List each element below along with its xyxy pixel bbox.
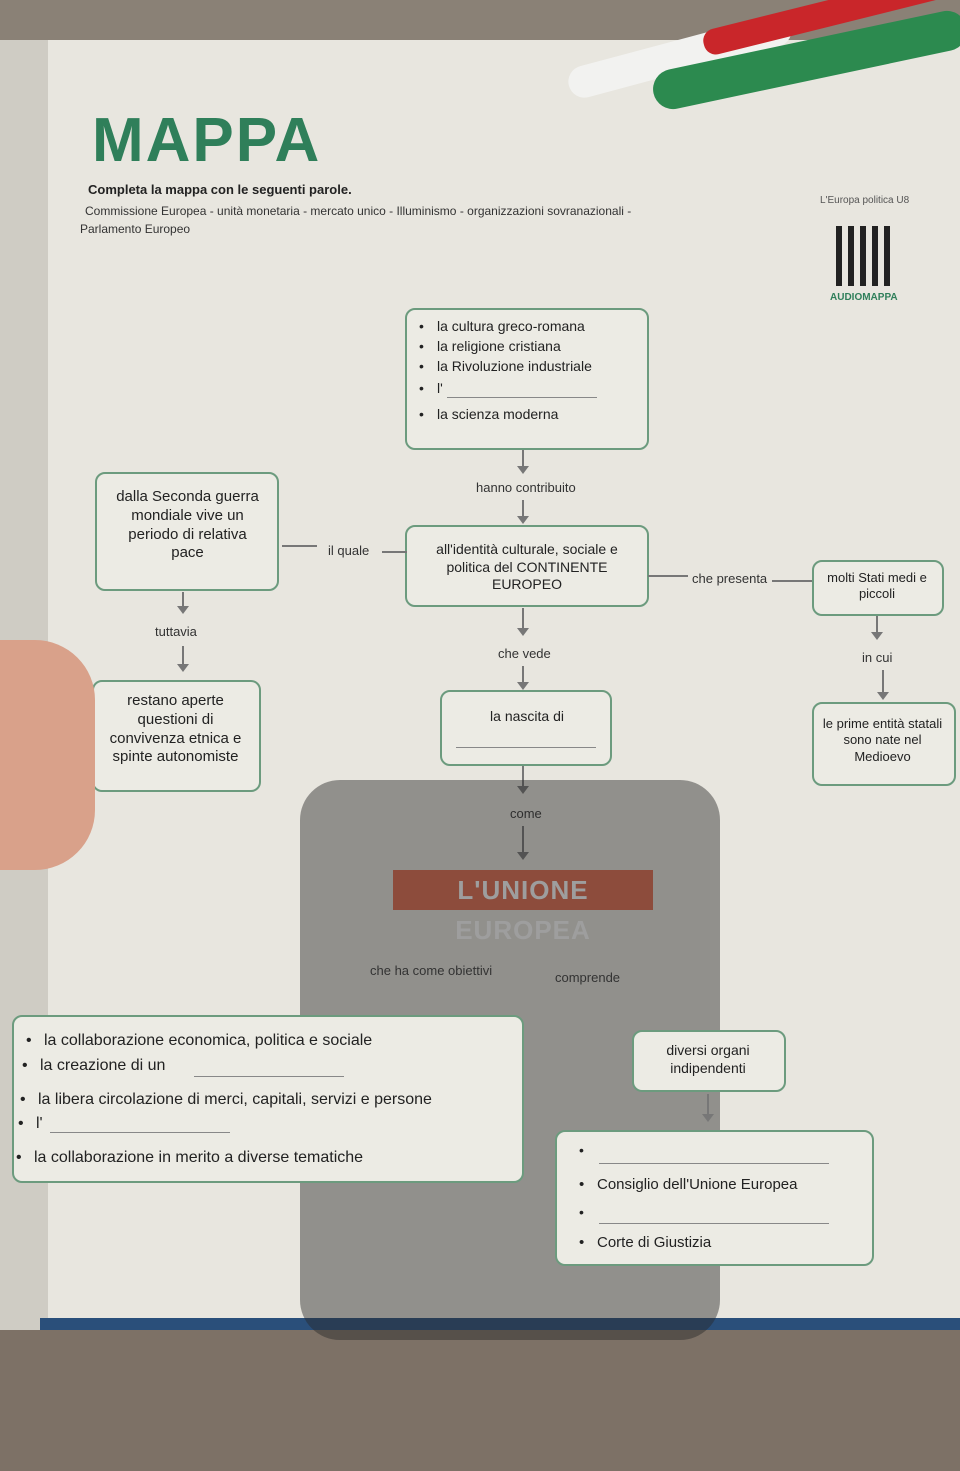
label-tuttavia: tuttavia [155,624,197,639]
list-item: la religione cristiana [419,338,561,354]
nascita-text: la nascita di [490,708,564,724]
organs-label-box: diversi organi indipendenti [632,1030,786,1092]
unione-europea-node: L'UNIONE EUROPEA [393,870,653,945]
list-item: la collaborazione in merito a diverse te… [16,1149,363,1167]
chapter-badge: L'Europa politica U8 [820,195,910,206]
identity-box: all'identità culturale, sociale e politi… [405,525,649,607]
list-item: la collaborazione economica, politica e … [26,1032,372,1050]
objectives-box: la collaborazione economica, politica e … [12,1015,524,1183]
arrow-left [382,551,407,553]
arrow-right [772,580,812,582]
arrow-down [517,608,529,636]
arrow-right [648,575,688,577]
arrow-down [877,670,889,700]
label-che-ha-obiettivi: che ha come obiettivi [370,963,493,978]
blank-line [447,396,597,398]
molti-stati-text: molti Stati medi e piccoli [827,570,927,602]
finger-thumb [0,640,95,870]
restano-aperte-box: restano aperte questioni di convivenza e… [92,680,261,792]
blank-line [599,1162,829,1164]
label-come: come [510,806,542,821]
blank-line [599,1222,829,1224]
roots-box: la cultura greco-romana la religione cri… [405,308,649,450]
nascita-box: la nascita di [440,690,612,766]
blank-line[interactable] [456,746,596,748]
label-che-presenta: che presenta [692,571,768,586]
label-comprende: comprende [555,970,621,985]
seconda-guerra-text: dalla Seconda guerra mondiale vive un pe… [116,488,259,562]
list-item: la Rivoluzione industriale [419,358,592,374]
blank-line [194,1075,344,1077]
list-item: la cultura greco-romana [419,318,585,334]
label-hanno-contribuito: hanno contribuito [476,480,576,495]
prime-entita-text: le prime entità statali sono nate nel Me… [822,716,943,764]
list-item-blank[interactable]: la creazione di un [22,1057,165,1075]
prime-entita-box: le prime entità statali sono nate nel Me… [812,702,956,786]
arrow-down [177,646,189,672]
arrow-down [177,592,189,614]
list-item-blank[interactable]: l' [420,380,443,396]
list-item: Consiglio dell'Unione Europea [579,1176,797,1193]
blank-line [50,1131,230,1133]
audio-map-label[interactable]: AUDIOMAPPA [830,292,898,303]
label-in-cui: in cui [862,650,893,665]
seconda-guerra-box: dalla Seconda guerra mondiale vive un pe… [95,472,279,591]
arrow-down [517,450,529,474]
molti-stati-box: molti Stati medi e piccoli [812,560,944,616]
list-item: Corte di Giustizia [579,1234,711,1251]
table-surface [0,1330,960,1471]
list-item: la libera circolazione di merci, capital… [20,1091,432,1109]
page-bottom-strip [40,1318,960,1332]
arrow-left [282,545,317,547]
label-il-quale: il quale [328,543,370,558]
list-item: la scienza moderna [419,406,558,422]
instruction-text: Completa la mappa con le seguenti parole… [88,182,352,197]
arrow-down [871,616,883,640]
arrow-down [702,1094,714,1122]
page-title: MAPPA [92,106,322,175]
restano-aperte-text: restano aperte questioni di convivenza e… [109,692,242,766]
word-bank-line-2: Parlamento Europeo [80,222,191,236]
arrow-down [517,766,529,794]
arrow-down [517,826,529,860]
arrow-down [517,666,529,690]
organs-text: diversi organi indipendenti [666,1042,750,1076]
identity-text: all'identità culturale, sociale e politi… [436,541,618,592]
list-item-blank[interactable]: l' [19,1115,43,1133]
organs-box: Consiglio dell'Unione Europea Corte di G… [555,1130,874,1266]
arrow-down [517,500,529,524]
label-che-vede: che vede [498,646,551,661]
qr-code-icon[interactable] [836,226,896,286]
word-bank-line-1: Commissione Europea - unità monetaria - … [85,204,632,218]
